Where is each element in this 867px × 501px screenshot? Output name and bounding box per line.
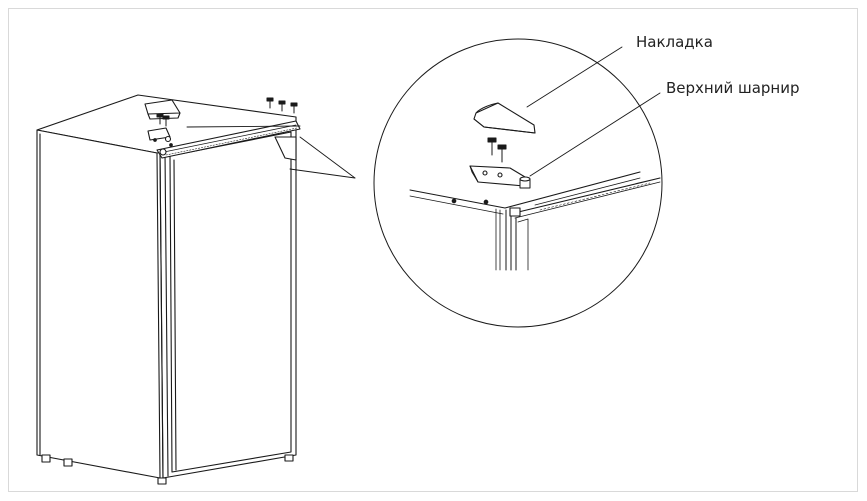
callout-line — [289, 168, 356, 179]
door-top-trim — [156, 120, 301, 159]
label-cover: Накладка — [636, 33, 713, 51]
refrigerator-foot — [63, 458, 73, 467]
cover-part — [473, 102, 536, 134]
callout-line — [299, 136, 356, 179]
detail-magnifier — [373, 38, 663, 328]
refrigerator — [36, 94, 301, 485]
label-top-hinge: Верхний шарнир — [666, 79, 800, 97]
refrigerator-foot — [157, 477, 167, 485]
pointer-line-hinge — [529, 92, 661, 177]
pointer-line-cover — [526, 46, 623, 108]
refrigerator-foot — [284, 454, 294, 462]
refrigerator-door — [159, 125, 297, 479]
small-hinge-assembly — [144, 97, 298, 147]
top-hinge-part — [469, 165, 531, 189]
figure-frame — [8, 8, 858, 492]
hinge-screws — [487, 137, 507, 163]
callout-line — [186, 125, 301, 128]
refrigerator-side — [36, 129, 161, 479]
refrigerator-foot — [41, 454, 51, 463]
